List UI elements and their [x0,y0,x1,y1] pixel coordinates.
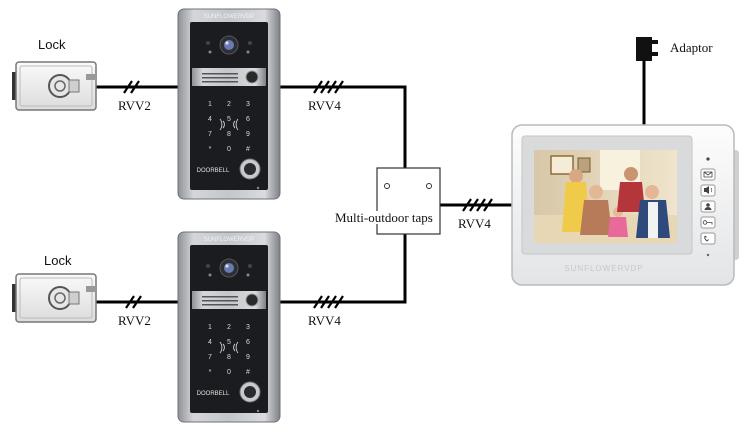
ticks-rvv2-bottom [125,295,142,309]
ticks-rvv4-bottom [313,295,344,309]
monitor-screen [534,150,677,243]
indoor-monitor: SUNFLOWERVDP [511,124,739,286]
rvv4-bottom-label: RVV4 [308,313,341,328]
adaptor-label: Adaptor [670,40,713,55]
electric-lock-top [12,61,97,111]
panel-top-logo: DOORBELL [197,168,230,174]
key: 9 [246,354,250,361]
handset-icon [700,232,716,245]
key: 7 [208,131,212,138]
key: 0 [227,146,231,153]
key: # [246,146,250,153]
rvv2-bottom-label: RVV2 [118,313,151,328]
power-led-icon [706,157,710,161]
key: 5 [227,116,231,123]
key: 8 [227,131,231,138]
key: 6 [246,116,250,123]
outdoor-panel-top: SUNFLOWERVDP 1 2 3 4 5 6 7 8 9 * 0 # [177,8,281,200]
user-icon [700,200,716,213]
panel-top-brand: SUNFLOWERVDP [204,14,255,20]
key: 4 [208,339,212,346]
rvv4-monitor-label: RVV4 [458,216,491,231]
key: 6 [246,339,250,346]
outdoor-panel-bottom: SUNFLOWERVDP 1 2 3 4 5 6 7 8 9 * 0 # D [177,231,281,423]
keypad-bottom: 1 2 3 4 5 6 7 8 9 * 0 # [208,324,250,376]
key: 0 [227,369,231,376]
lock-top-label: Lock [38,37,66,52]
key: 3 [246,101,250,108]
key: 5 [227,339,231,346]
rvv2-top-label: RVV2 [118,98,151,113]
multi-outdoor-taps-label: Multi-outdoor taps [333,210,435,225]
key: 3 [246,324,250,331]
key: 2 [227,324,231,331]
wiring [96,60,646,304]
ticks-rvv4-top [313,80,344,94]
panel-bottom-logo: DOORBELL [197,391,230,397]
cable-ticks [123,80,493,309]
rfid-icon [219,341,239,354]
key: * [209,146,212,153]
key: 4 [208,116,212,123]
rvv4-top-label: RVV4 [308,98,341,113]
key: 9 [246,131,250,138]
wire-panel-top-to-taps [280,85,407,168]
key: 1 [208,101,212,108]
electric-lock-bottom [12,273,97,323]
key: 8 [227,354,231,361]
monitor-brand: SUNFLOWERVDP [564,264,643,273]
panel-bottom-brand: SUNFLOWERVDP [204,237,255,243]
key: 1 [208,324,212,331]
monitor-buttons [700,157,716,257]
key: 7 [208,354,212,361]
keypad-top: 1 2 3 4 5 6 7 8 9 * 0 # [208,101,250,153]
lock-bottom-label: Lock [44,253,72,268]
ticks-rvv4-monitor [462,198,493,212]
key: 2 [227,101,231,108]
rfid-icon [219,118,239,131]
ticks-rvv2-top [123,80,140,94]
message-icon [700,168,716,181]
power-adaptor [636,37,658,61]
key: * [209,369,212,376]
unlock-key-icon [700,216,716,229]
speaker-icon [700,184,716,197]
key: # [246,369,250,376]
wire-panel-bottom-to-taps [280,234,407,304]
